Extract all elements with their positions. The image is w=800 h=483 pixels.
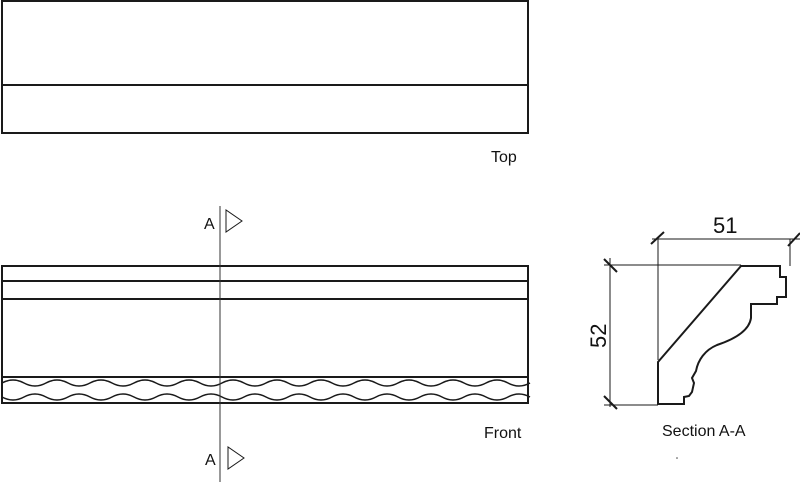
dimension-width: [650, 231, 800, 360]
front-view-ornament-wave-lower: [1, 393, 531, 401]
dim-height-tick-bottom: [603, 395, 618, 410]
cut-arrow-bottom: [227, 446, 245, 470]
front-view-label: Front: [484, 425, 522, 442]
top-view: [1, 0, 529, 134]
section-profile-outline: [657, 265, 787, 405]
section-label: Section A-A: [662, 423, 746, 440]
cut-arrow-top: [225, 209, 243, 233]
dimension-height: [603, 258, 741, 410]
top-view-outline: [1, 0, 529, 134]
stray-dot: [676, 457, 678, 459]
dim-width-tick-left: [650, 231, 665, 245]
front-view-outline: [1, 265, 529, 404]
dim-width-value: 51: [713, 213, 737, 238]
front-view: [1, 265, 531, 404]
section-cut-line: [219, 206, 245, 482]
section-profile: [657, 265, 787, 405]
front-view-ornament-wave-upper: [1, 379, 531, 387]
cut-marker-top: A: [204, 216, 215, 233]
top-view-label: Top: [491, 149, 517, 166]
dim-height-value: 52: [586, 324, 611, 348]
cut-marker-bottom: A: [205, 452, 216, 469]
